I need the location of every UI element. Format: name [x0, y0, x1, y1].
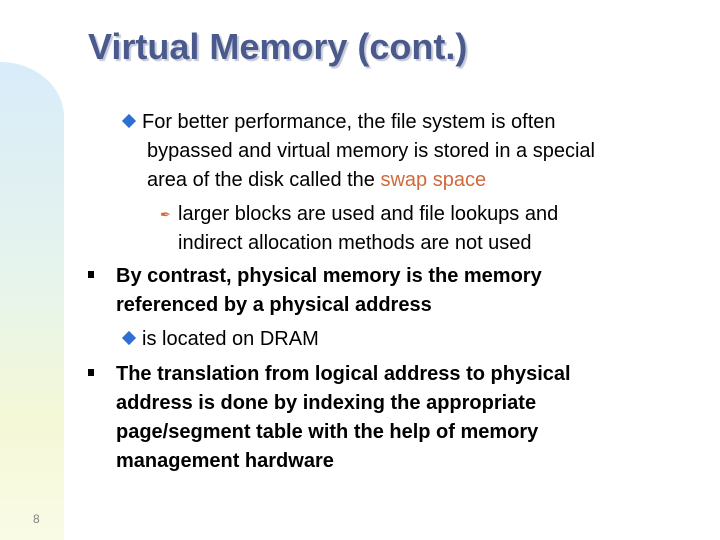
bullet-1-line-2: bypassed and virtual memory is stored in…	[147, 140, 595, 162]
diamond-bullet-icon	[121, 330, 137, 346]
page-number: 8	[33, 512, 40, 526]
bullet-3-line-4: management hardware	[116, 450, 334, 472]
bullet-2-line-2: referenced by a physical address	[116, 294, 432, 316]
square-bullet-icon	[88, 271, 94, 278]
bullet-1-line-1: For better performance, the file system …	[121, 108, 556, 137]
square-bullet-icon	[88, 369, 94, 376]
bullet-1-sub-line-2: indirect allocation methods are not used	[178, 232, 532, 254]
bullet-3-line-1: The translation from logical address to …	[116, 363, 571, 385]
bullet-1-sub-line-1: ✒larger blocks are used and file lookups…	[160, 200, 558, 229]
bullet-2-sub-line-1: is located on DRAM	[121, 325, 319, 354]
bullet-3-line-3: page/segment table with the help of memo…	[116, 421, 539, 443]
bullet-3-line-2: address is done by indexing the appropri…	[116, 392, 537, 414]
decorative-side-band	[0, 62, 64, 540]
diamond-bullet-icon	[121, 113, 137, 129]
pen-bullet-icon: ✒	[160, 207, 171, 222]
bullet-2-line-1: By contrast, physical memory is the memo…	[116, 265, 542, 287]
bullet-1-line-3: area of the disk called the swap space	[147, 169, 487, 191]
slide-title: Virtual Memory (cont.)	[88, 26, 468, 67]
highlight-swap-space: swap space	[380, 169, 487, 191]
